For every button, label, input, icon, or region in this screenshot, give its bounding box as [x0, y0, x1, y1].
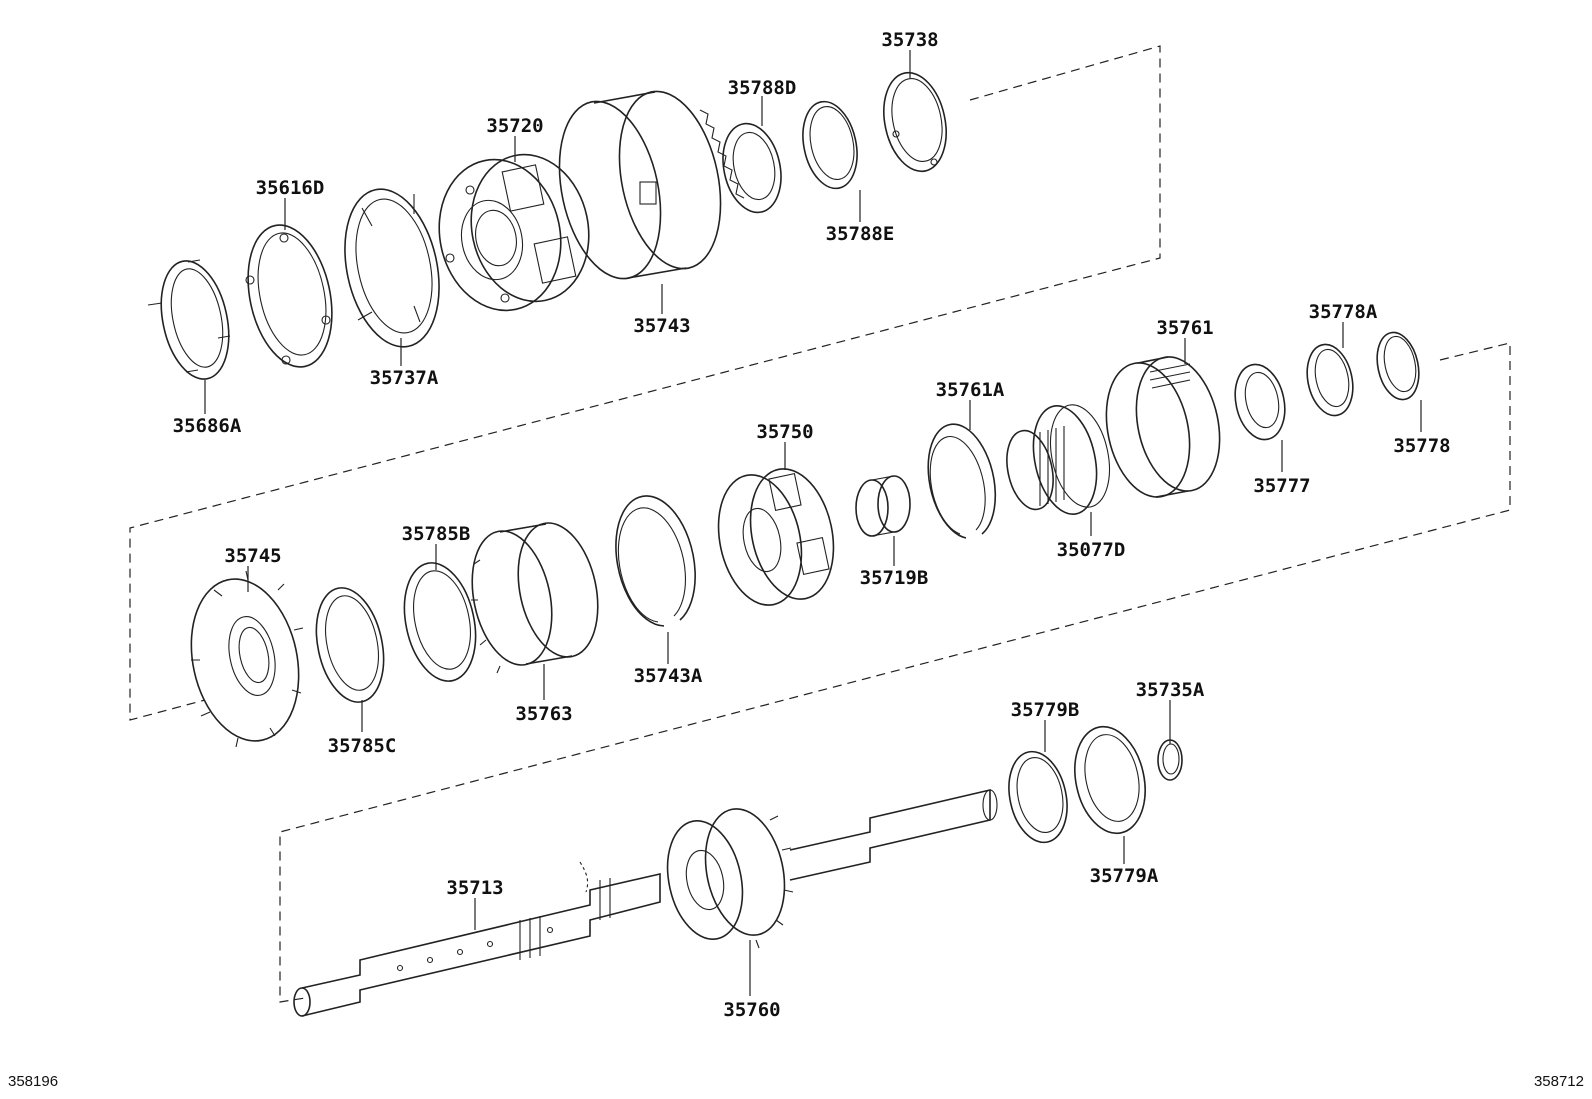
- part-35785B-shape: [403, 562, 477, 682]
- part-35779A-shape: [1074, 725, 1146, 835]
- label-35763: 35763: [515, 703, 572, 725]
- label-35077D: 35077D: [1057, 539, 1126, 561]
- part-35737A-shape: [344, 188, 440, 348]
- part-35713-shape: [293, 861, 661, 1017]
- part-35719B-shape: [855, 475, 911, 537]
- part-35763-shape: [471, 522, 599, 674]
- label-35743: 35743: [633, 315, 690, 337]
- label-35779A: 35779A: [1090, 865, 1159, 887]
- part-35686A-shape: [147, 259, 231, 380]
- part-35761-shape: [1105, 356, 1221, 498]
- label-35735A: 35735A: [1136, 679, 1205, 701]
- part-35745-shape: [190, 570, 304, 748]
- label-35719B: 35719B: [860, 567, 929, 589]
- part-35616D-shape: [245, 224, 333, 368]
- group-outline-middle: [279, 342, 1511, 1003]
- label-35713: 35713: [446, 877, 503, 899]
- label-35788E: 35788E: [826, 223, 895, 245]
- label-35745: 35745: [224, 545, 281, 567]
- footer-right-code: 358712: [1534, 1073, 1584, 1090]
- part-35785C-shape: [315, 587, 385, 703]
- part-35720-shape: [438, 153, 590, 312]
- label-35788D: 35788D: [728, 77, 797, 99]
- part-35750-shape: [717, 468, 835, 606]
- label-35760: 35760: [723, 999, 780, 1021]
- label-35785B: 35785B: [402, 523, 471, 545]
- part-35778-shape: [1376, 331, 1420, 401]
- part-35735A-shape: [1157, 739, 1183, 781]
- label-35738: 35738: [881, 29, 938, 51]
- part-35761A-shape: [927, 423, 997, 539]
- label-35778A: 35778A: [1309, 301, 1378, 323]
- label-35778: 35778: [1393, 435, 1450, 457]
- label-35761A: 35761A: [936, 379, 1005, 401]
- label-35743A: 35743A: [634, 665, 703, 687]
- part-35779B-shape: [1008, 750, 1068, 844]
- part-35760-shape: [666, 788, 998, 949]
- label-35785C: 35785C: [328, 735, 397, 757]
- part-35788E-shape: [802, 100, 858, 190]
- label-35777: 35777: [1253, 475, 1310, 497]
- part-35788D-shape: [722, 122, 782, 214]
- label-35686A: 35686A: [173, 415, 242, 437]
- label-35750: 35750: [756, 421, 813, 443]
- label-35737A: 35737A: [370, 367, 439, 389]
- part-35743A-shape: [615, 495, 696, 627]
- leader-lines: [204, 50, 1422, 996]
- part-35778A-shape: [1306, 343, 1354, 417]
- label-35616D: 35616D: [256, 177, 325, 199]
- part-35077D-shape: [1006, 404, 1110, 515]
- label-35761: 35761: [1156, 317, 1213, 339]
- part-35777-shape: [1234, 363, 1286, 441]
- part-35743-shape: [558, 90, 745, 280]
- label-35779B: 35779B: [1011, 699, 1080, 721]
- label-35720: 35720: [486, 115, 543, 137]
- part-35738-shape: [883, 71, 947, 173]
- footer-left-code: 358196: [8, 1073, 58, 1090]
